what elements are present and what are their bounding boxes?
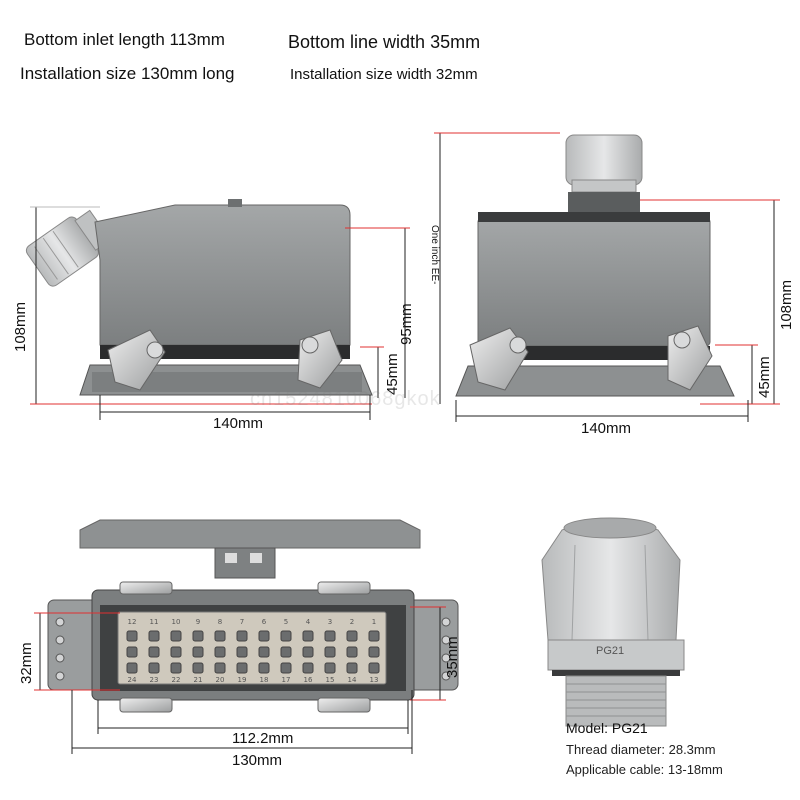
contact-holes: 1 13 2 14 3 15 4 16 5 17 6 18 7 19 8 20 9 21 10 22 11 23 12 24 [126, 618, 380, 684]
contact-hole [280, 630, 292, 642]
contact-hole [214, 662, 226, 674]
contact-hole [280, 646, 292, 658]
pin-number-bottom: 21 [194, 676, 203, 684]
front-side-height-label: 35mm [444, 636, 461, 678]
pg21-cable-gland [541, 517, 685, 727]
contact-hole [258, 662, 270, 674]
pin-number-bottom: 18 [260, 676, 269, 684]
contact-hole [170, 630, 182, 642]
left-width-label: 140mm [213, 415, 264, 432]
contact-hole [258, 630, 270, 642]
left-dimension-lines [30, 206, 410, 420]
gland-thread: Thread diameter: 28.3mm [566, 742, 716, 757]
pin-number-top: 11 [150, 618, 159, 626]
contact-hole [368, 630, 380, 642]
pin-number-top: 12 [128, 618, 137, 626]
pin-number-top: 4 [306, 618, 311, 626]
contact-hole [324, 646, 336, 658]
pin-number-bottom: 15 [326, 676, 335, 684]
pin-number-top: 7 [240, 618, 244, 626]
pin-number-bottom: 22 [172, 676, 181, 684]
left-body-height-label: 95mm [398, 303, 415, 345]
pin-number-top: 5 [284, 618, 288, 626]
contact-hole [346, 662, 358, 674]
pin-number-bottom: 13 [370, 676, 379, 684]
contact-hole [324, 662, 336, 674]
contact-hole [236, 662, 248, 674]
pin-number-top: 8 [218, 618, 222, 626]
pin-number-bottom: 19 [238, 676, 247, 684]
contact-hole [324, 630, 336, 642]
front-inner-width-label: 112.2mm [232, 730, 294, 747]
contact-hole [126, 662, 138, 674]
install-width-text: Installation size width 32mm [290, 66, 478, 83]
contact-hole [170, 662, 182, 674]
pin-number-bottom: 16 [304, 676, 313, 684]
front-outer-width-label: 130mm [232, 752, 283, 769]
inlet-length-text: Bottom inlet length 113mm [24, 30, 225, 49]
pin-number-bottom: 20 [216, 676, 225, 684]
gland-cable: Applicable cable: 13-18mm [566, 762, 723, 777]
right-width-label: 140mm [581, 420, 632, 437]
install-length-text: Installation size 130mm long [20, 64, 235, 83]
pin-number-top: 3 [328, 618, 332, 626]
right-height-label: 108mm [778, 279, 795, 330]
contact-hole [302, 630, 314, 642]
contact-hole [192, 646, 204, 658]
connector-front [47, 519, 459, 713]
contact-hole [192, 630, 204, 642]
contact-hole [280, 662, 292, 674]
contact-hole [236, 646, 248, 658]
front-height-label: 32mm [18, 642, 35, 684]
contact-hole [126, 646, 138, 658]
left-height-label: 108mm [12, 301, 29, 352]
contact-hole [368, 646, 380, 658]
contact-hole [214, 646, 226, 658]
contact-hole [346, 630, 358, 642]
contact-hole [126, 630, 138, 642]
contact-hole [302, 646, 314, 658]
pin-number-top: 6 [262, 618, 267, 626]
contact-hole [302, 662, 314, 674]
line-width-text: Bottom line width 35mm [288, 32, 481, 52]
right-note-label: One inch EE- [429, 225, 440, 285]
side-entry-hood [25, 199, 373, 396]
top-entry-hood [455, 134, 735, 397]
contact-hole [170, 646, 182, 658]
gland-marking: PG21 [596, 645, 625, 657]
pin-number-bottom: 17 [282, 676, 291, 684]
contact-hole [148, 646, 160, 658]
contact-hole [148, 662, 160, 674]
gland-model: Model: PG21 [566, 720, 648, 736]
contact-hole [192, 662, 204, 674]
watermark: cn1524810068gkok [250, 388, 441, 410]
pin-number-bottom: 24 [128, 676, 137, 684]
contact-hole [346, 646, 358, 658]
pin-number-top: 10 [172, 618, 181, 626]
contact-hole [214, 630, 226, 642]
contact-hole [258, 646, 270, 658]
pin-number-top: 2 [350, 618, 354, 626]
pin-number-bottom: 23 [150, 676, 159, 684]
pin-number-bottom: 14 [348, 676, 357, 684]
contact-hole [148, 630, 160, 642]
pin-number-top: 9 [196, 618, 200, 626]
right-base-height-label: 45mm [756, 356, 773, 398]
contact-hole [236, 630, 248, 642]
contact-hole [368, 662, 380, 674]
pin-number-top: 1 [372, 618, 376, 626]
right-dimension-lines [434, 132, 780, 422]
front-dimension-lines [34, 606, 446, 754]
